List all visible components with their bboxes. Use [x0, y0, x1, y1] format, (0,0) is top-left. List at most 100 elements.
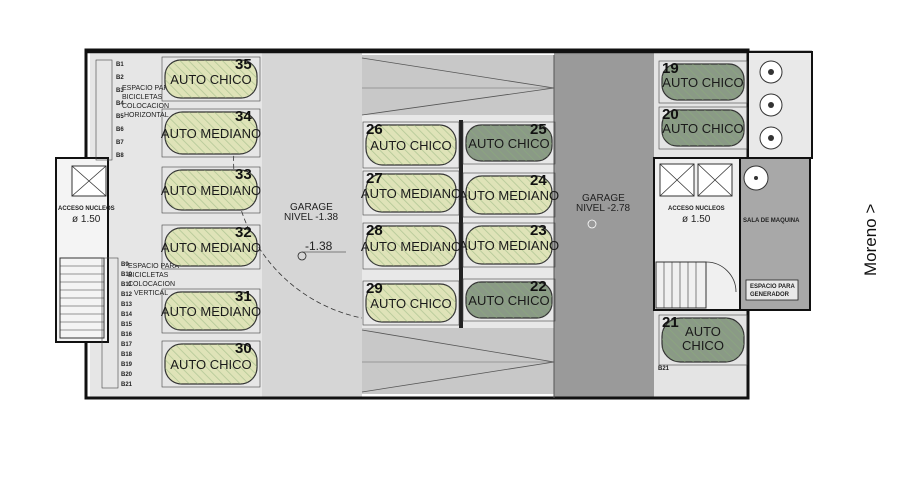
bike-code-right: B21	[658, 366, 670, 372]
stall-outline	[462, 278, 556, 322]
stall-number: 28	[366, 222, 383, 239]
car-hatch	[165, 170, 257, 210]
stall-number: 22	[530, 278, 547, 295]
stall-outline	[658, 314, 748, 366]
car-hatch	[662, 64, 744, 100]
upper-garage-floor	[262, 52, 362, 398]
stall-label: CHICO	[682, 338, 724, 353]
stall-number: 20	[662, 106, 679, 123]
machine-room-label: SALA DE MAQUINA	[743, 218, 800, 224]
stall-label: AUTO MEDIANO	[161, 240, 261, 255]
generator-label-2: GENERADOR	[750, 292, 790, 298]
car-hatch	[466, 282, 552, 318]
stall-number: 29	[366, 280, 383, 297]
stall-outline	[362, 280, 460, 326]
ramp-top	[362, 55, 554, 115]
stall-outline	[161, 288, 261, 334]
stall-outline	[462, 222, 556, 268]
garage-lower-title: GARAGE	[582, 193, 625, 204]
car-hatch	[165, 228, 257, 266]
car-hatch	[366, 125, 456, 165]
bike-horizontal-line-4: HORIZONTAL	[124, 112, 169, 119]
bike-code-b13: B13	[121, 302, 133, 308]
tank-hub	[768, 135, 774, 141]
stall-number: 33	[235, 166, 252, 183]
stall-outline	[161, 166, 261, 214]
car-hatch	[366, 174, 456, 212]
garage-upper-spot: -1.38	[305, 239, 333, 253]
stall-outline	[161, 224, 261, 270]
stall-label: AUTO MEDIANO	[459, 238, 559, 253]
stall-number: 32	[235, 224, 252, 241]
bike-vertical-line-4: VERTICAL	[134, 290, 168, 297]
stall-label: AUTO CHICO	[662, 121, 743, 136]
car-hatch	[366, 284, 456, 322]
bike-code-b7: B7	[116, 140, 124, 146]
stall-label: AUTO MEDIANO	[161, 304, 261, 319]
stall-outline	[161, 340, 261, 388]
stall-label: AUTO CHICO	[170, 357, 251, 372]
stall-number: 24	[530, 172, 547, 189]
left-core-label: ACCESO NUCLEOS	[58, 206, 115, 212]
lower-level-marker	[587, 219, 597, 229]
car-hatch	[466, 176, 552, 214]
bike-vertical-line-2: BICICLETAS	[128, 272, 169, 279]
stall-label: AUTO MEDIANO	[361, 186, 461, 201]
bike-code-b6: B6	[116, 127, 124, 133]
stall-number: 27	[366, 170, 383, 187]
bike-code-b1: B1	[116, 62, 124, 68]
bike-code-b14: B14	[121, 312, 133, 318]
stall-outline	[462, 121, 556, 165]
bike-code-b8: B8	[116, 153, 124, 159]
stall-number: 34	[235, 108, 252, 125]
fan-hub	[754, 176, 758, 180]
stall-outline	[161, 108, 261, 158]
stall-number: 30	[235, 340, 252, 357]
lower-garage-floor	[554, 52, 654, 398]
stall-number: 25	[530, 121, 547, 138]
car-hatch	[662, 318, 744, 362]
car-hatch	[466, 125, 552, 161]
stall-label: AUTO CHICO	[370, 296, 451, 311]
left-core-diameter: ø 1.50	[72, 214, 101, 225]
elevator-x2	[71, 165, 107, 197]
stall-label: AUTO MEDIANO	[361, 239, 461, 254]
bike-code-b21: B21	[121, 382, 133, 388]
bike-vertical-line-3: COLOCACION	[128, 281, 175, 288]
car-hatch	[165, 60, 257, 98]
bike-code-b3: B3	[116, 88, 124, 94]
bike-code-b12: B12	[121, 292, 133, 298]
stall-label: AUTO CHICO	[662, 75, 743, 90]
stall-number: 19	[662, 60, 679, 77]
left-stairs	[59, 257, 105, 339]
stall-outline	[362, 121, 460, 169]
stall-number: 31	[235, 288, 252, 305]
car-hatch	[165, 344, 257, 384]
garage-upper-level: NIVEL -1.38	[284, 212, 339, 223]
stall-number: 35	[235, 56, 252, 73]
stall-outline	[161, 56, 261, 102]
bike-horizontal-line-2: BICICLETAS	[122, 94, 163, 101]
bike-horizontal-line-3: COLOCACION	[122, 103, 169, 110]
stall-number: 26	[366, 121, 383, 138]
car-hatch	[466, 226, 552, 264]
stall-label: AUTO CHICO	[468, 293, 549, 308]
right-core-diameter: ø 1.50	[682, 214, 711, 225]
right-core-label: ACCESO NUCLEOS	[668, 206, 725, 212]
stall-outline	[462, 172, 556, 218]
generator-box	[745, 279, 799, 301]
bike-code-b9: B9	[121, 262, 129, 268]
right-elevator-a-x2	[659, 163, 695, 197]
right-stairs	[655, 261, 737, 309]
tank-hub	[768, 102, 774, 108]
bike-code-b15: B15	[121, 322, 133, 328]
